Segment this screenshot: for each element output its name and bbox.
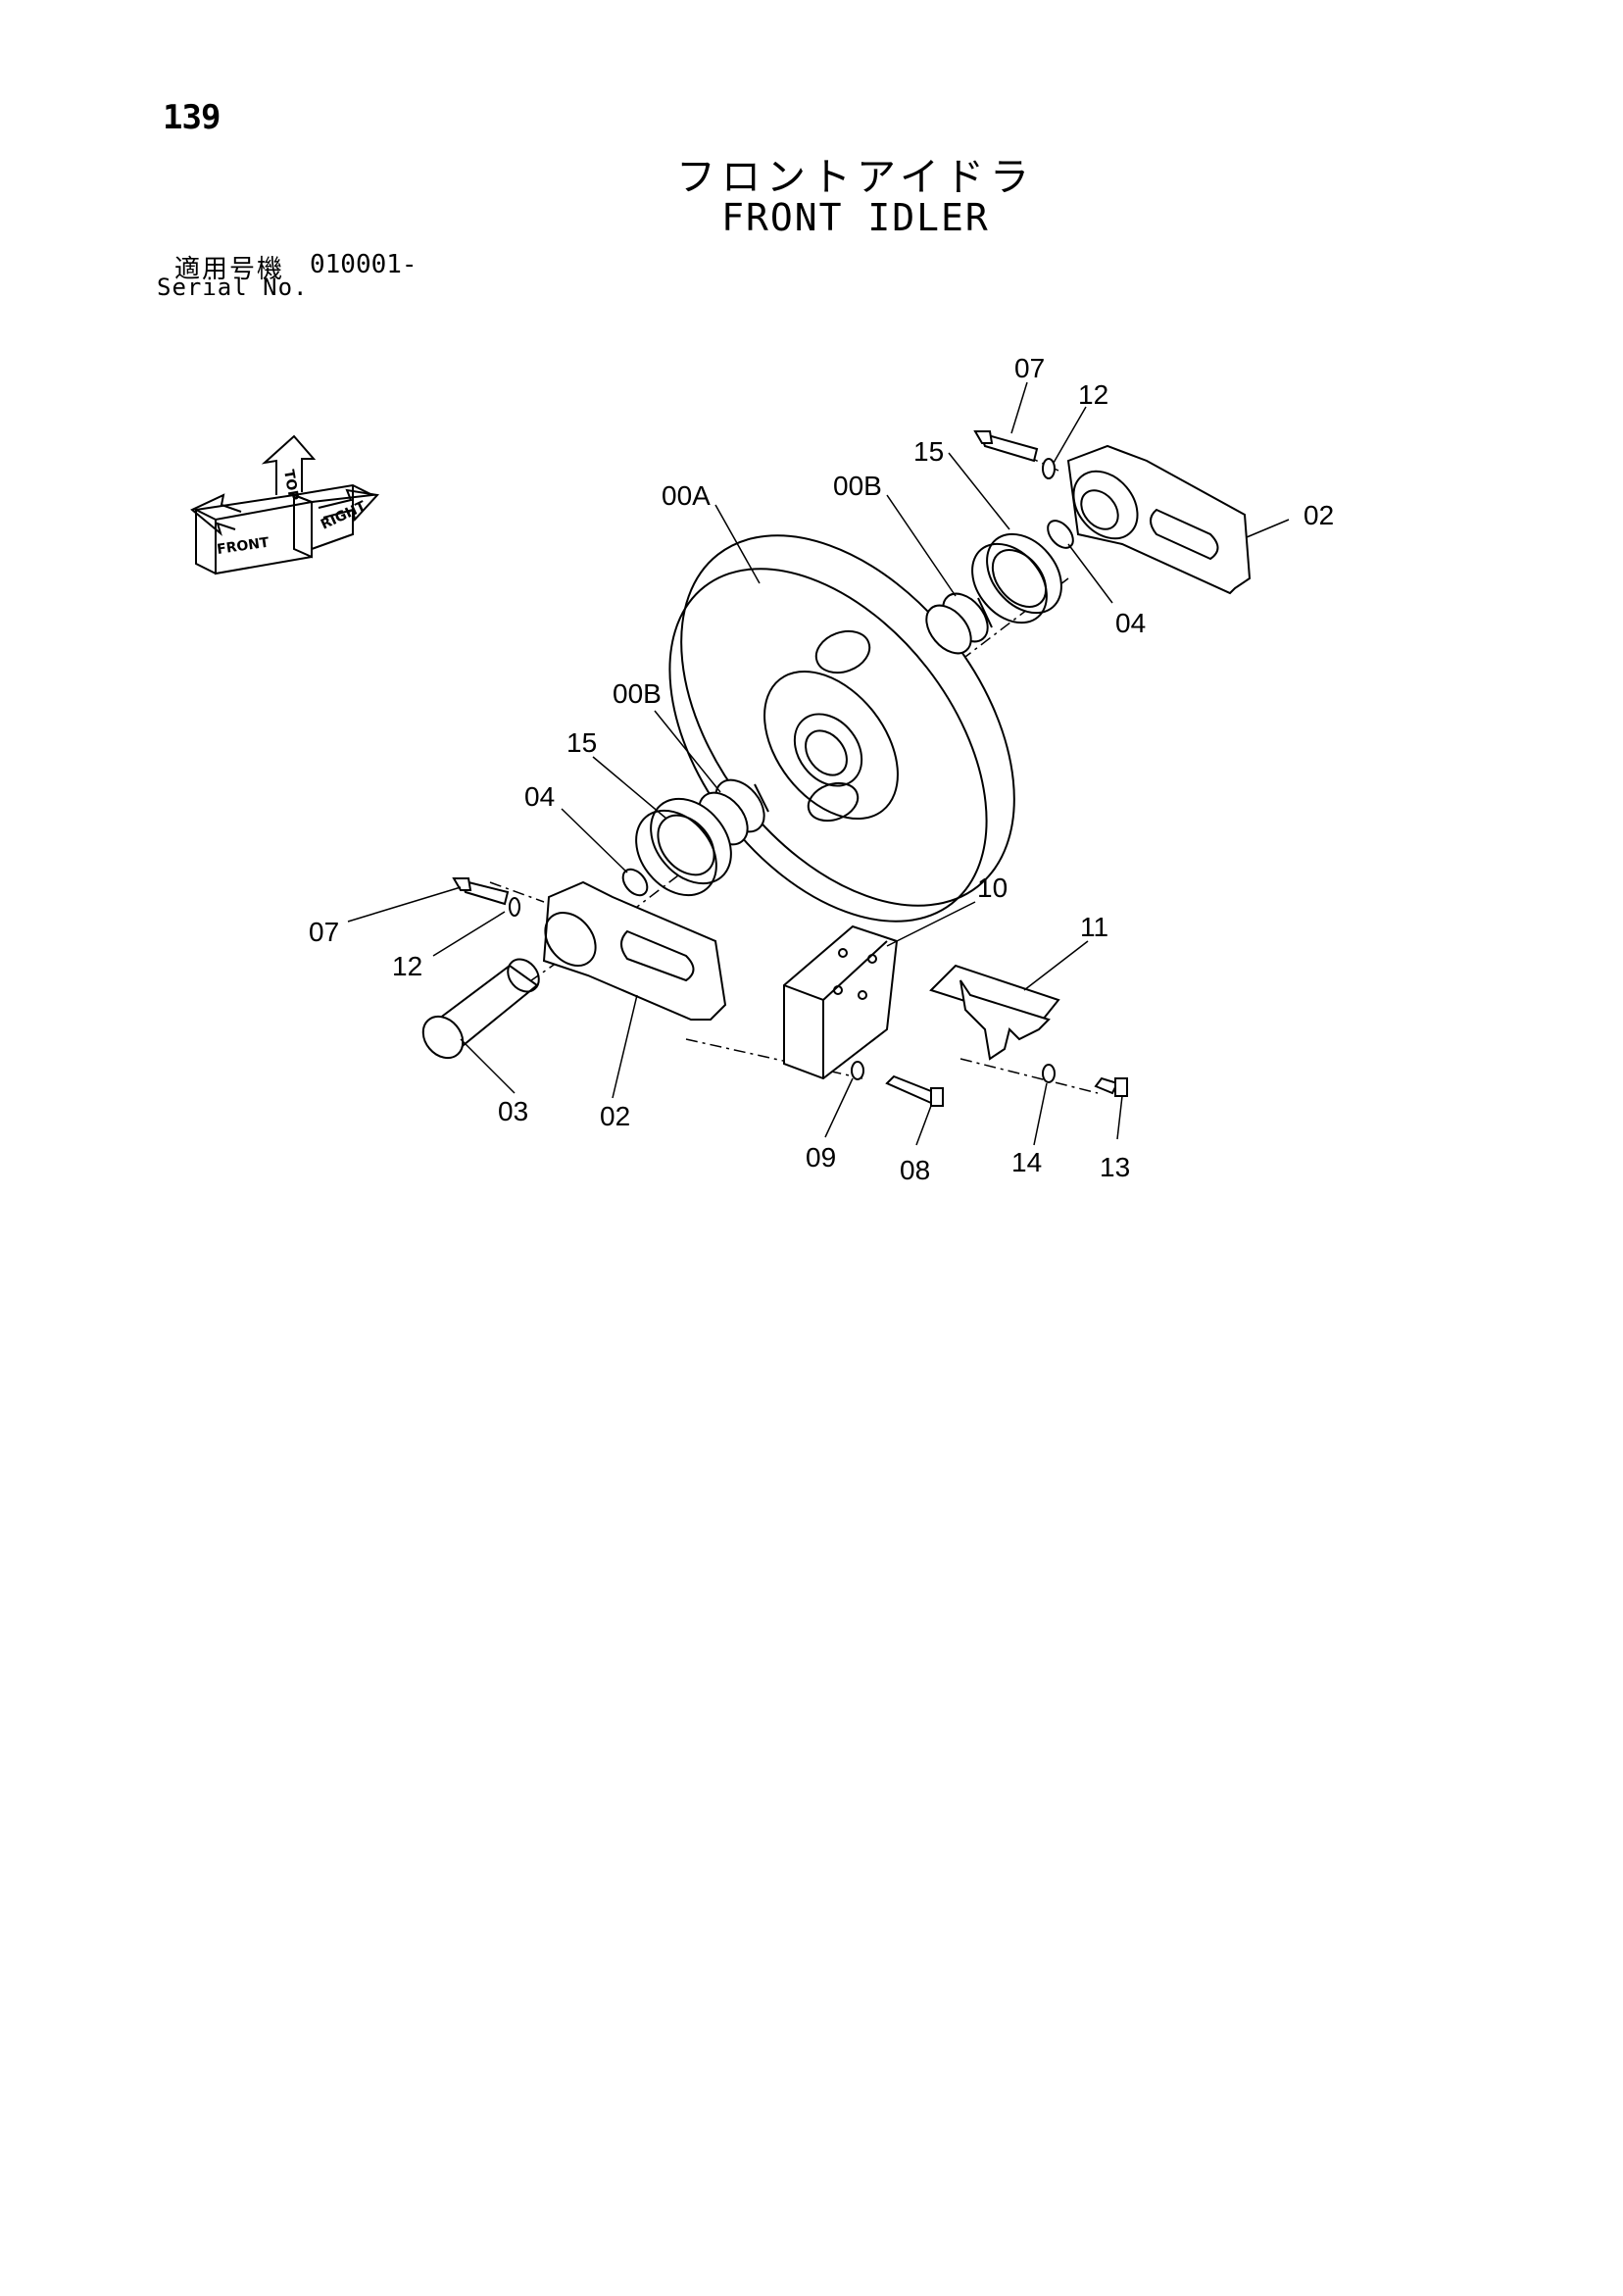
callout-02-right: 02	[1303, 500, 1334, 530]
callout-13: 13	[1100, 1152, 1130, 1182]
guard-plate	[929, 964, 1060, 1061]
bearing-arm-left	[542, 880, 727, 1021]
washer-09	[851, 1061, 864, 1080]
callout-08: 08	[900, 1155, 930, 1185]
washer-14	[1042, 1064, 1056, 1083]
page-title-english: FRONT IDLER	[721, 196, 990, 239]
pin	[421, 958, 540, 1060]
bolt-08	[885, 1074, 944, 1107]
seal-lower	[635, 797, 732, 897]
leader-lines	[347, 381, 1290, 1146]
direction-top-label: TOP	[280, 469, 301, 502]
callout-12-left: 12	[392, 951, 422, 981]
page-title-japanese: フロントアイドラ	[676, 155, 1035, 200]
axis-line-lower-right	[959, 1058, 1099, 1094]
bolt-axis-line-left	[489, 881, 545, 903]
callout-12-top: 12	[1078, 379, 1108, 410]
direction-right-label: RIGHT	[319, 498, 369, 532]
callout-10: 10	[977, 873, 1008, 903]
callout-00B-top: 00B	[833, 471, 882, 501]
serial-label-japanese: 適用号機	[174, 255, 285, 284]
callout-04-right: 04	[1115, 608, 1146, 638]
adjuster-block	[783, 924, 899, 1080]
serial-number-value: 010001-	[310, 250, 418, 279]
callout-09: 09	[806, 1142, 836, 1173]
callout-15-left: 15	[566, 727, 597, 758]
bushing-top	[925, 592, 993, 655]
callout-14: 14	[1011, 1147, 1042, 1177]
callout-15-top: 15	[913, 436, 944, 467]
callout-03: 03	[498, 1096, 528, 1126]
callout-04-left: 04	[524, 781, 555, 812]
direction-indicator: FRONT TOP RIGHT	[190, 434, 379, 575]
callout-07-left: 07	[309, 917, 339, 947]
o-ring-top	[1047, 520, 1074, 549]
bolt-left	[452, 877, 510, 906]
callout-02-left: 02	[600, 1101, 630, 1131]
seal-top	[971, 532, 1062, 624]
direction-front-label: FRONT	[216, 535, 270, 558]
page-number: 139	[163, 98, 221, 137]
callout-11: 11	[1080, 912, 1108, 942]
washer-left	[509, 897, 520, 917]
callout-00A: 00A	[662, 480, 711, 511]
bolt-top	[973, 430, 1039, 463]
serial-label-english: Serial No.	[157, 274, 309, 301]
bolt-13	[1094, 1076, 1128, 1097]
callout-07-top: 07	[1014, 353, 1045, 383]
callout-00B-left: 00B	[613, 678, 662, 709]
bearing-arm-right	[1066, 444, 1252, 595]
washer-top	[1042, 458, 1056, 479]
